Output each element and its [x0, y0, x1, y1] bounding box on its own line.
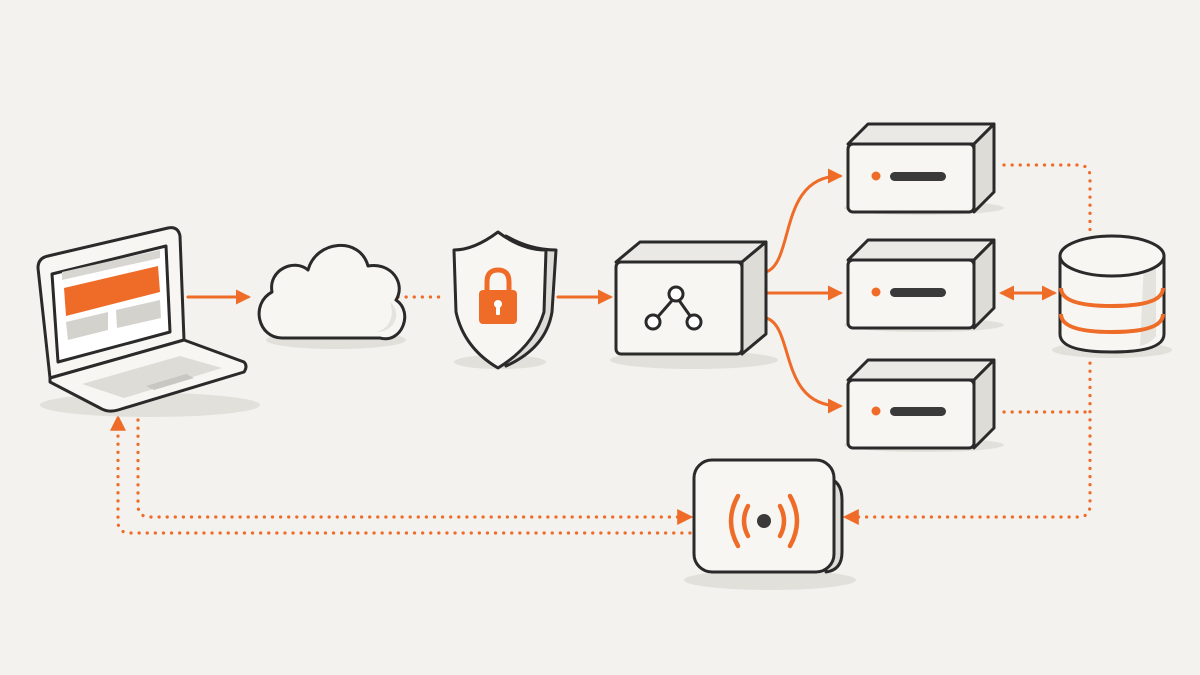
broadcast-icon — [684, 458, 856, 590]
laptop-icon — [36, 226, 260, 417]
connections — [110, 163, 1092, 535]
shield-lock-icon — [452, 230, 558, 370]
server-icon-3 — [844, 358, 1004, 452]
load-balancer-icon — [610, 240, 778, 369]
edge-server-1-to-db — [1002, 163, 1092, 234]
edge-lb-to-server-1 — [764, 168, 843, 274]
edge-notifier-to-client — [110, 414, 692, 535]
server-icon-2 — [844, 238, 1004, 332]
edge-db-to-notifier — [842, 353, 1092, 525]
server-icon-1 — [844, 122, 1004, 215]
edge-client-to-notifier — [136, 418, 694, 525]
database-icon — [1052, 234, 1172, 358]
cloud-icon — [257, 243, 407, 349]
edge-lb-to-server-3 — [764, 316, 843, 414]
